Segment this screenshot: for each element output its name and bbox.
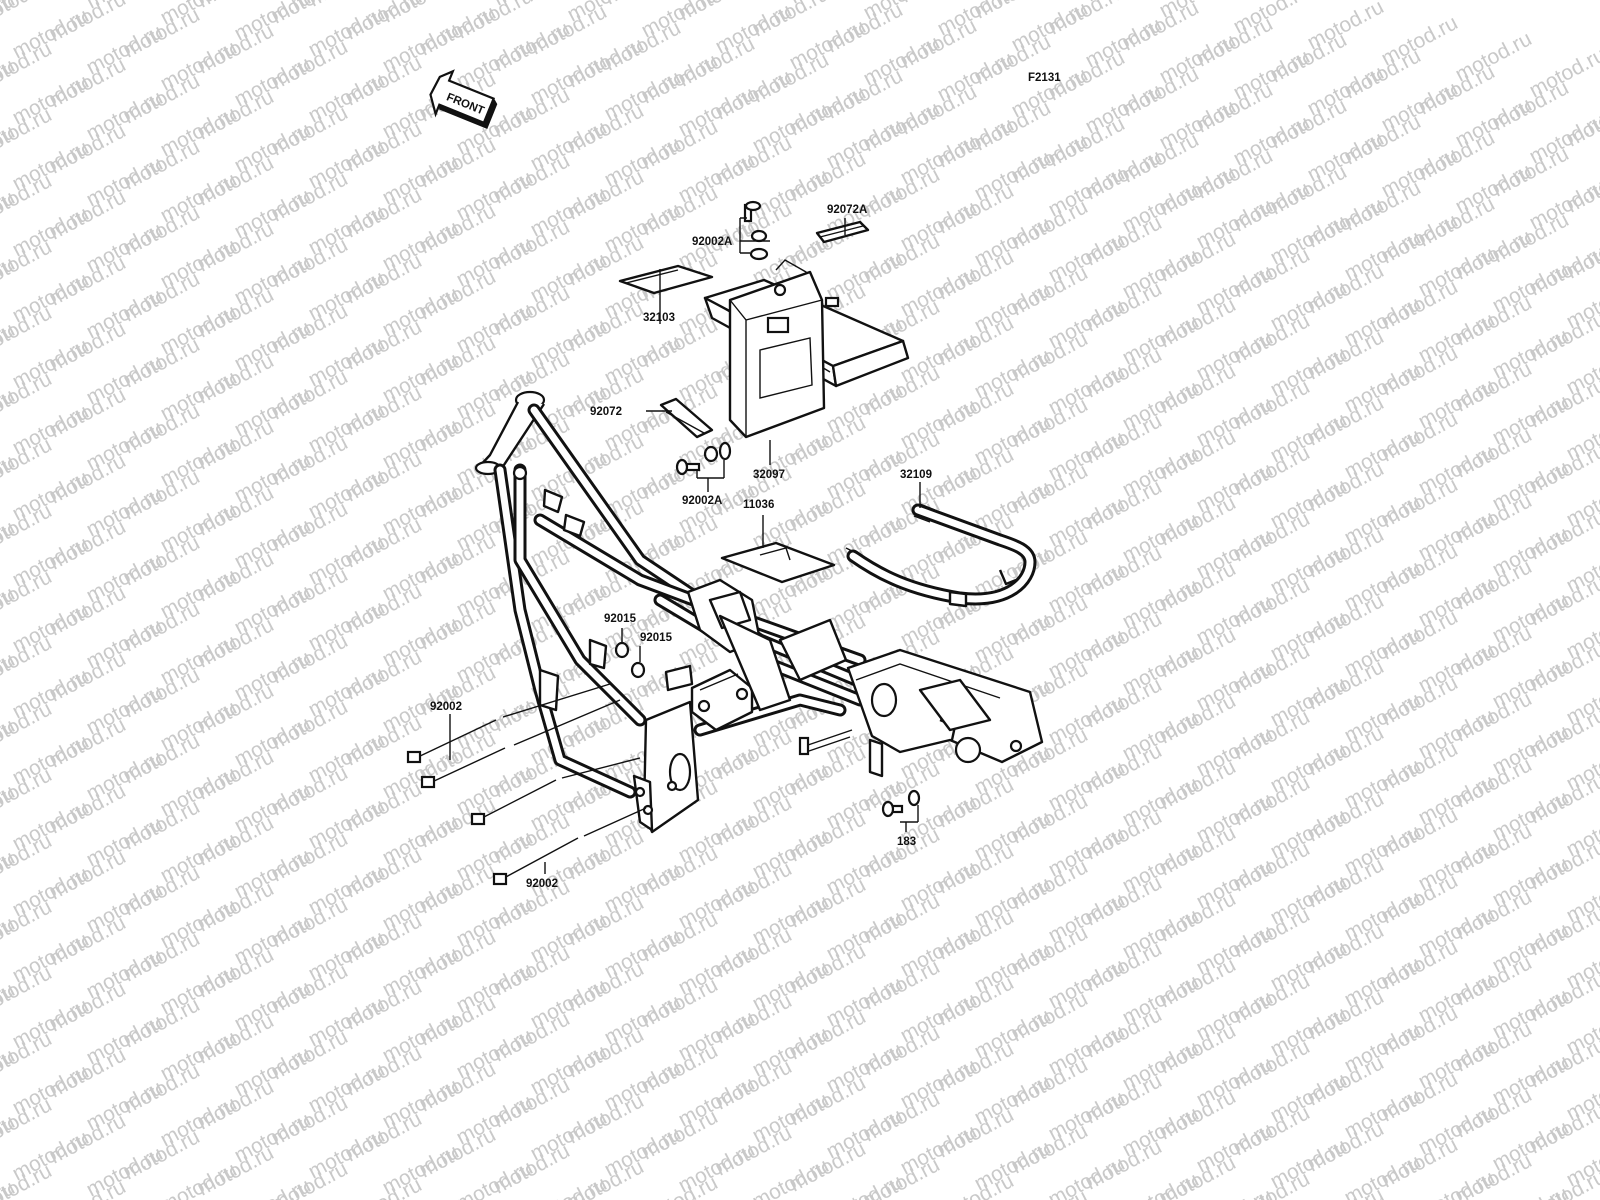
watermark-text: motod.ru — [453, 1156, 537, 1200]
label-92072: 92072 — [590, 406, 622, 418]
label-92015-a: 92015 — [604, 613, 637, 625]
label-32109: 32109 — [900, 469, 932, 481]
part-32097-battery-case — [728, 270, 826, 439]
figure-code: F2131 — [1028, 72, 1061, 84]
bolt-head-icon — [881, 800, 895, 818]
label-11036: 11036 — [743, 499, 774, 511]
part-92015-spacer-a — [614, 641, 630, 659]
watermark-text: motod.ru — [1341, 1150, 1425, 1200]
bolt-head-icon — [675, 458, 689, 476]
washer-icon — [718, 441, 732, 461]
label-92015-b: 92015 — [640, 632, 673, 644]
washer-icon — [749, 247, 769, 261]
washer-icon — [907, 789, 921, 807]
watermark-text: motod.ru — [157, 1158, 241, 1200]
label-92002-left: 92002 — [430, 701, 462, 713]
lock-washer-icon — [750, 229, 768, 243]
bolt-head-icon — [744, 200, 762, 212]
label-92002A-mid: 92002A — [682, 495, 722, 507]
label-92002-bottom: 92002 — [526, 878, 558, 890]
label-92002A-top: 92002A — [692, 236, 732, 248]
label-183: 183 — [897, 836, 916, 848]
part-92015-spacer-b — [630, 661, 646, 679]
watermark-text: motod.ru — [1045, 1152, 1129, 1200]
lock-washer-icon — [703, 445, 719, 463]
label-32103: 32103 — [643, 312, 675, 324]
label-92072A: 92072A — [827, 204, 867, 216]
label-32097: 32097 — [753, 469, 785, 481]
watermark-text: motod.ru — [749, 1154, 833, 1200]
